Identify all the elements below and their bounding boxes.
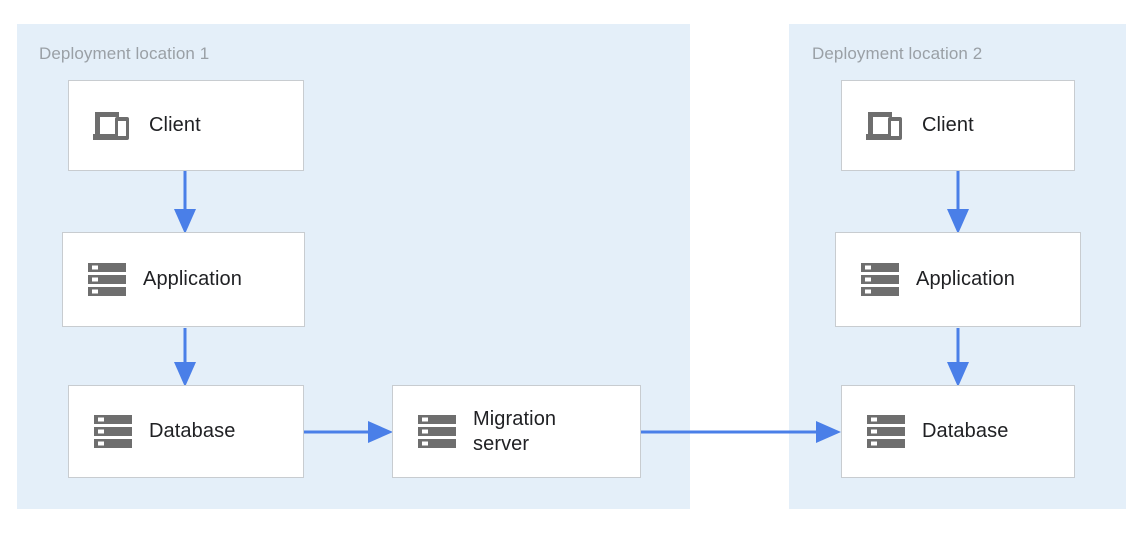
node-label-migration-server: Migration server [473, 407, 557, 455]
server-icon [85, 258, 129, 302]
server-icon [91, 410, 135, 454]
node-label-database-2: Database [922, 420, 1009, 442]
node-application-1[interactable]: Application [62, 232, 305, 327]
client-devices-icon [864, 104, 908, 148]
node-client-1[interactable]: Client [68, 80, 304, 171]
zone-label-deployment-location-2: Deployment location 2 [812, 44, 983, 63]
server-icon [415, 410, 459, 454]
node-label-client-1: Client [149, 114, 201, 136]
node-database-2[interactable]: Database [841, 385, 1075, 478]
client-devices-icon [91, 104, 135, 148]
node-client-2[interactable]: Client [841, 80, 1075, 171]
server-icon [858, 258, 902, 302]
node-migration-server[interactable]: Migration server [392, 385, 641, 478]
node-label-application-1: Application [143, 268, 242, 290]
node-label-client-2: Client [922, 114, 974, 136]
server-icon [864, 410, 908, 454]
node-label-database-1: Database [149, 420, 236, 442]
node-database-1[interactable]: Database [68, 385, 304, 478]
node-label-application-2: Application [916, 268, 1015, 290]
node-application-2[interactable]: Application [835, 232, 1081, 327]
zone-label-deployment-location-1: Deployment location 1 [39, 44, 210, 63]
